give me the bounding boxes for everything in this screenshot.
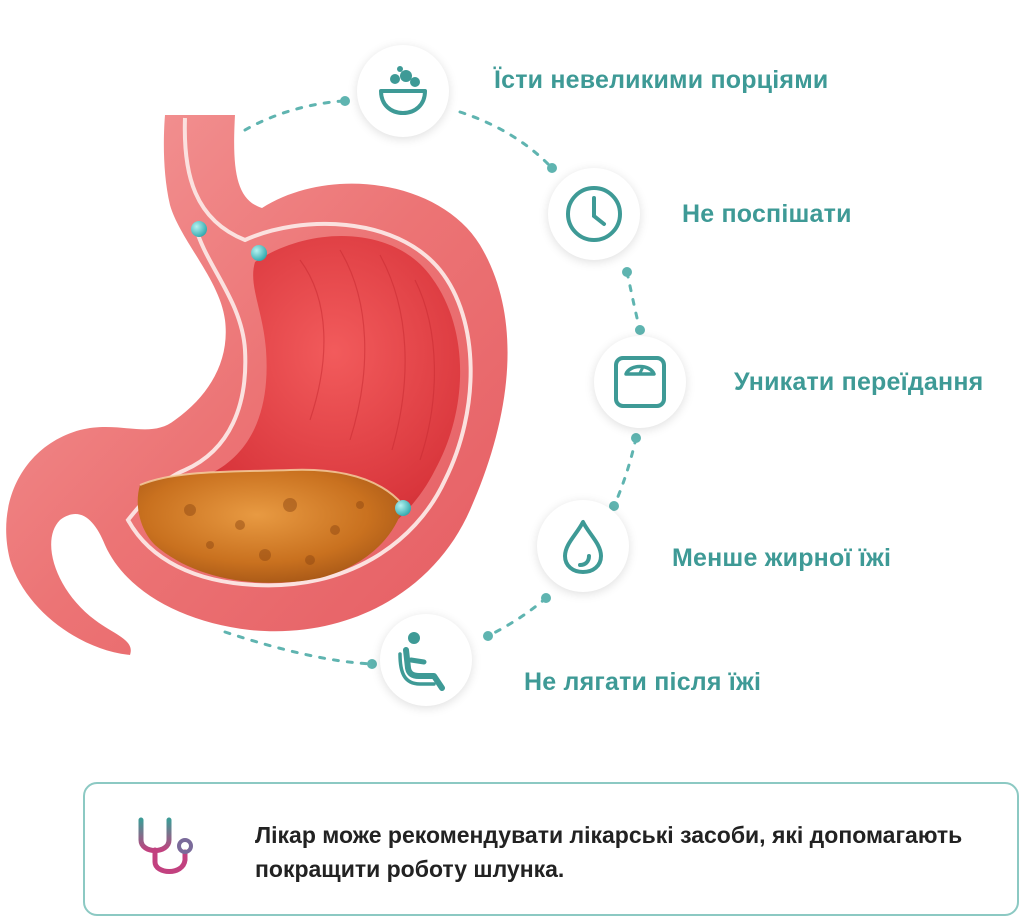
tip-label-avoid-overeating: Уникати переїдання bbox=[734, 368, 984, 396]
doctor-note-text: Лікар може рекомендувати лікарські засоб… bbox=[255, 822, 963, 882]
tip-label-no-hurry: Не поспішати bbox=[682, 200, 852, 228]
tip-label-dont-lie-down: Не лягати після їжі bbox=[524, 668, 762, 696]
sitting-person-icon bbox=[380, 614, 472, 706]
stethoscope-icon bbox=[133, 816, 205, 889]
food-in-stomach bbox=[137, 469, 403, 583]
tip-label-small-portions: Їсти невеликими порціями bbox=[494, 66, 829, 94]
clock-icon bbox=[548, 168, 640, 260]
scale-icon bbox=[594, 336, 686, 428]
doctor-note-box: Лікар може рекомендувати лікарські засоб… bbox=[83, 782, 1019, 916]
stomach-shape bbox=[6, 115, 508, 655]
stomach-illustration bbox=[6, 96, 645, 669]
tip-label-less-fatty-food: Менше жирної їжі bbox=[672, 544, 892, 572]
drop-icon bbox=[537, 500, 629, 592]
food-bowl-icon bbox=[357, 45, 449, 137]
